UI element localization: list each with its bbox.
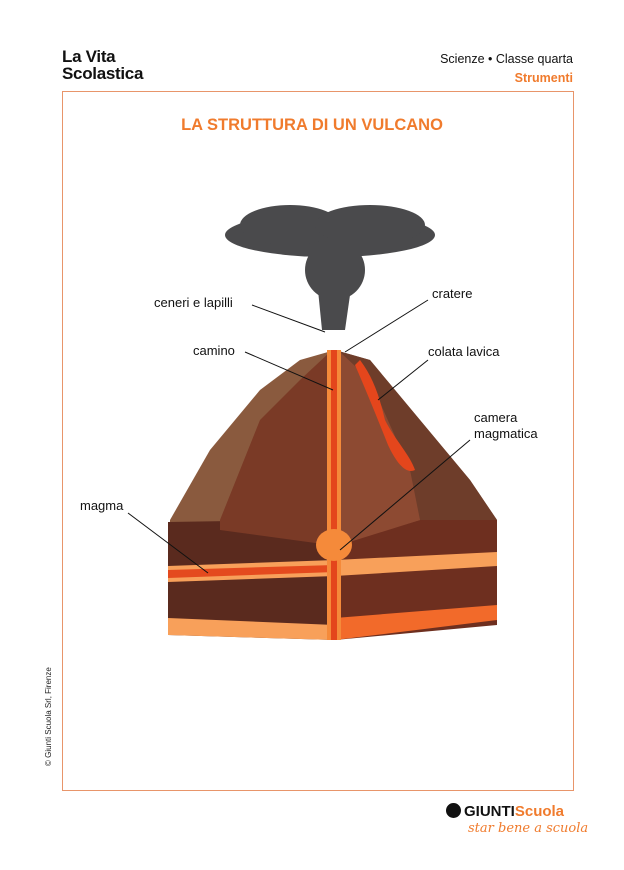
label-camera-line2: magmatica — [474, 426, 538, 441]
label-ceneri-lapilli: ceneri e lapilli — [154, 295, 233, 310]
giunti-g-icon — [446, 803, 461, 818]
ash-cloud — [225, 205, 435, 330]
content-frame — [62, 91, 574, 791]
logo: La Vita Scolastica — [62, 48, 143, 82]
lava-flow — [355, 360, 415, 471]
label-cratere: cratere — [432, 286, 473, 301]
label-colata-lavica: colata lavica — [428, 344, 500, 359]
left-strata-block — [168, 520, 335, 640]
page-title: LA STRUTTURA DI UN VULCANO — [181, 116, 443, 134]
brand-logo: GIUNTIScuola — [446, 803, 564, 820]
logo-line-1: La Vita — [62, 47, 116, 66]
label-camera-line1: camera — [474, 410, 518, 425]
magma-chamber — [316, 529, 352, 561]
header-info: Scienze • Classe quarta Strumenti — [440, 50, 573, 88]
brand-slogan: star bene a scuola — [468, 821, 589, 836]
label-camera-magmatica: camera magmatica — [474, 410, 538, 442]
brand-name: GIUNTI — [464, 803, 515, 820]
subject: Scienze • Classe quarta — [440, 52, 573, 66]
leader-lines — [127, 299, 471, 574]
brand-name-2: Scuola — [514, 803, 565, 820]
logo-line-2: Scolastica — [62, 64, 144, 83]
label-camino: camino — [193, 343, 235, 358]
label-magma: magma — [80, 498, 124, 513]
section: Strumenti — [514, 71, 573, 85]
copyright: © Giunti Scuola Srl, Firenze — [44, 667, 53, 766]
